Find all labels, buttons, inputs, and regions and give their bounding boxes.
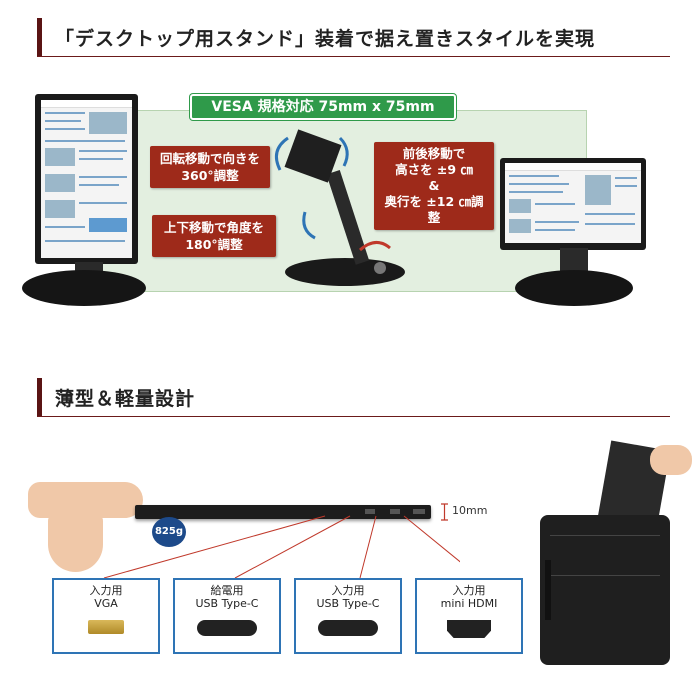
section-title-stand: 「デスクトップ用スタンド」装着で据え置きスタイルを実現	[55, 28, 596, 50]
backpack-image	[540, 515, 670, 665]
section-accent-bar	[37, 378, 42, 416]
section-accent-bar	[37, 18, 42, 56]
landscape-monitor-image	[500, 158, 646, 250]
monitor-screen	[41, 100, 132, 258]
section-title-thin: 薄型＆軽量設計	[55, 388, 196, 410]
weight-badge: 825g	[152, 517, 186, 547]
stand-base	[515, 270, 633, 306]
stand-arm-illustration	[274, 129, 405, 286]
section-header-stand: 「デスクトップ用スタンド」装着で据え置きスタイルを実現	[37, 18, 670, 57]
section-header-thin: 薄型＆軽量設計	[37, 378, 670, 417]
port-box-vga: 入力用 VGA	[52, 578, 160, 654]
thin-panel-side-view	[135, 505, 431, 519]
portrait-monitor-image	[35, 94, 138, 264]
port-callout-lines	[103, 515, 460, 579]
port-slot	[390, 509, 400, 514]
port-box-usb-c-input: 入力用 USB Type-C	[294, 578, 402, 654]
thickness-label: 10mm	[452, 504, 488, 517]
monitor-screen	[505, 163, 641, 243]
label-tilt: 上下移動で角度を 180°調整	[152, 215, 276, 257]
thickness-bracket-icon	[441, 503, 448, 521]
port-box-mini-hdmi: 入力用 mini HDMI	[415, 578, 523, 654]
port-slot	[365, 509, 375, 514]
label-rotate: 回転移動で向きを 360°調整	[150, 146, 270, 188]
label-height-depth: 前後移動で 高さを ±9 ㎝ & 奥行を ±12 ㎝調整	[374, 142, 494, 230]
port-slot	[413, 509, 425, 514]
usb-c-port-icon	[318, 620, 378, 636]
vesa-badge: VESA 規格対応 75mm x 75mm	[190, 94, 456, 120]
usb-c-port-icon	[197, 620, 257, 636]
stand-base	[22, 270, 146, 306]
port-box-usb-c-power: 給電用 USB Type-C	[173, 578, 281, 654]
vga-port-icon	[88, 620, 124, 634]
mini-hdmi-port-icon	[447, 620, 491, 638]
